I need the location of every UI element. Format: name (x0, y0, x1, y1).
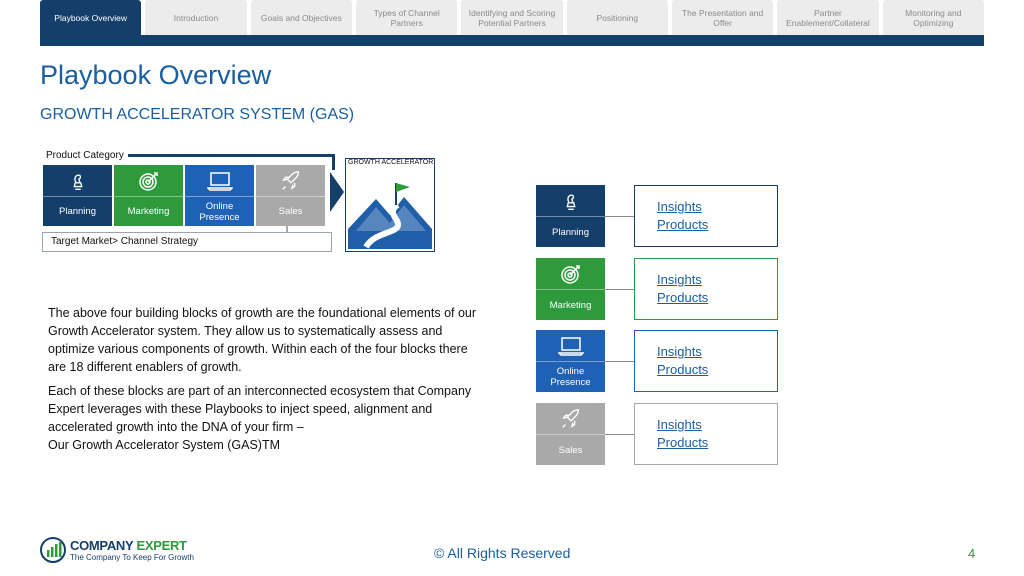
links-box-marketing: Insights Products (634, 258, 778, 320)
link-line (605, 289, 635, 290)
tab-bar: Playbook Overview Introduction Goals and… (40, 0, 984, 35)
page-title: Playbook Overview (40, 60, 272, 90)
body-paragraph-1: The above four building blocks of growth… (48, 306, 477, 374)
target-icon (114, 165, 183, 196)
rocket-icon (536, 403, 605, 434)
logo-text: COMPANY EXPERT The Company To Keep For G… (70, 537, 194, 562)
page-subtitle: GROWTH ACCELERATOR SYSTEM (GAS) (40, 106, 355, 123)
right-block-label: Sales (536, 434, 605, 465)
link-line (605, 434, 635, 435)
block-label: Online Presence (185, 196, 254, 226)
right-block-sales: Sales (536, 403, 605, 465)
link-line (605, 216, 635, 217)
tab-introduction[interactable]: Introduction (145, 0, 247, 35)
tab-underline-bar (40, 35, 984, 46)
target-icon (536, 258, 605, 289)
copyright-text: © All Rights Reserved (434, 545, 571, 561)
right-block-planning: Planning (536, 185, 605, 247)
right-block-marketing: Marketing (536, 258, 605, 320)
logo-name-part1: COMPANY (70, 537, 134, 553)
block-online-presence: Online Presence (185, 165, 254, 226)
logo-tagline: The Company To Keep For Growth (70, 552, 194, 562)
logo-name: COMPANY EXPERT (70, 537, 194, 553)
right-block-label: Planning (536, 216, 605, 247)
target-market-box: Target Market> Channel Strategy (42, 232, 332, 252)
block-marketing: Marketing (114, 165, 183, 226)
links-box-sales: Insights Products (634, 403, 778, 465)
tab-monitoring-and-optimizing[interactable]: Monitoring and Optimizing (882, 0, 984, 35)
products-link[interactable]: Products (657, 435, 709, 450)
growth-accelerator-graphic (345, 158, 435, 252)
body-paragraph-2: Each of these blocks are part of an inte… (48, 382, 488, 454)
laptop-icon (185, 165, 254, 196)
block-label: Planning (43, 196, 112, 226)
page-number: 4 (968, 546, 976, 561)
links-box-planning: Insights Products (634, 185, 778, 247)
insights-link[interactable]: Insights (657, 344, 702, 359)
block-label: Sales (256, 196, 325, 226)
product-category-line-end (332, 154, 335, 170)
insights-link[interactable]: Insights (657, 417, 702, 432)
company-logo[interactable]: COMPANY EXPERT The Company To Keep For G… (40, 537, 194, 563)
block-sales: Sales (256, 165, 325, 226)
tab-playbook-overview[interactable]: Playbook Overview (40, 0, 142, 35)
tab-partner-enablement[interactable]: Partner Enablement/Collateral (777, 0, 879, 35)
arrow-right-icon (330, 172, 344, 212)
chess-piece-icon (43, 165, 112, 196)
growth-accelerator-label: GROWTH ACCELERATOR (348, 159, 434, 166)
tab-goals-and-objectives[interactable]: Goals and Objectives (250, 0, 352, 35)
logo-name-part2: EXPERT (136, 537, 187, 553)
right-block-label: Online Presence (536, 361, 605, 392)
insights-link[interactable]: Insights (657, 272, 702, 287)
right-block-online-presence: Online Presence (536, 330, 605, 392)
products-link[interactable]: Products (657, 217, 709, 232)
mountain-flag-icon (348, 183, 432, 249)
chess-piece-icon (536, 185, 605, 216)
insights-link[interactable]: Insights (657, 199, 702, 214)
body-paragraph-2-line-2: Our Growth Accelerator System (GAS)TM (48, 438, 280, 452)
laptop-icon (536, 330, 605, 361)
rocket-icon (256, 165, 325, 196)
right-block-label: Marketing (536, 289, 605, 320)
tab-positioning[interactable]: Positioning (566, 0, 668, 35)
logo-bars-icon (40, 537, 66, 563)
link-line (605, 361, 635, 362)
block-planning: Planning (43, 165, 112, 226)
product-category-label: Product Category (46, 150, 124, 161)
product-category-line (128, 154, 335, 157)
tab-presentation-and-offer[interactable]: The Presentation and Offer (671, 0, 774, 35)
links-box-online-presence: Insights Products (634, 330, 778, 392)
tab-types-of-channel-partners[interactable]: Types of Channel Partners (355, 0, 458, 35)
tab-identifying-and-scoring[interactable]: Identifying and Scoring Potential Partne… (461, 0, 563, 35)
body-paragraph-2-line-1: Each of these blocks are part of an inte… (48, 384, 472, 434)
block-label: Marketing (114, 196, 183, 226)
connector-line (286, 226, 288, 232)
products-link[interactable]: Products (657, 362, 709, 377)
products-link[interactable]: Products (657, 290, 709, 305)
